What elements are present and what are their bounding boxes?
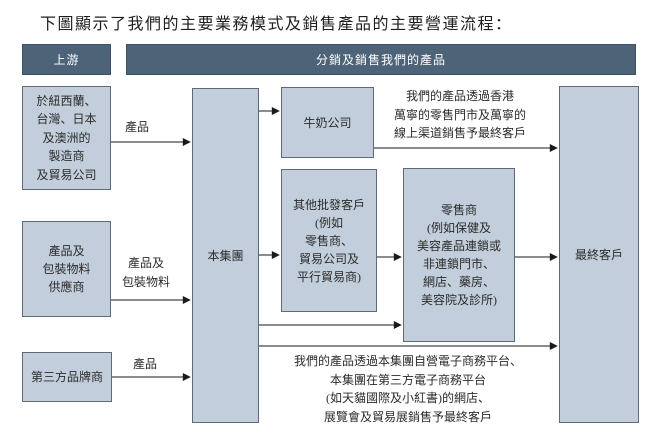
edge-label-products-packaging: 產品及 包裝物料	[121, 256, 170, 289]
annotation-ecommerce-channel: 我們的產品透過本集團自營電子商務平台、 本集團在第三方電子商務平台 (如天貓國際…	[293, 354, 522, 424]
node-end-customers: 最終客戶	[559, 86, 639, 423]
node-third-party-brands: 第三方品牌商	[22, 352, 112, 402]
node-other-wholesale-customers: 其他批發客戶 (例如 零售商、 貿易公司及 平行貿易商)	[281, 169, 377, 312]
node-group: 本集團	[192, 88, 259, 423]
node-manufacturers: 於紐西蘭、 台灣、日本 及澳洲的 製造商 及貿易公司	[22, 86, 111, 190]
edge-label-products-third-party: 產品	[132, 357, 157, 371]
node-dairy-company: 牛奶公司	[281, 87, 374, 158]
node-suppliers: 產品及 包裝物料 供應商	[22, 221, 111, 317]
header-upstream: 上游	[22, 44, 111, 75]
edge-label-products-manufacturers: 產品	[124, 120, 149, 134]
annotation-mannings-channel: 我們的產品透過香港 萬寧的零售門市及萬寧的 線上渠道銷售予最終客戶	[393, 89, 526, 141]
diagram-title: 下圖顯示了我們的主要業務模式及銷售產品的主要營運流程：	[40, 16, 513, 33]
node-retailers: 零售商 (例如保健及 美容產品連鎖或 非連鎖門市、 網店、藥房、 美容院及診所)	[403, 168, 515, 342]
header-distribution: 分銷及銷售我們的產品	[126, 44, 636, 75]
